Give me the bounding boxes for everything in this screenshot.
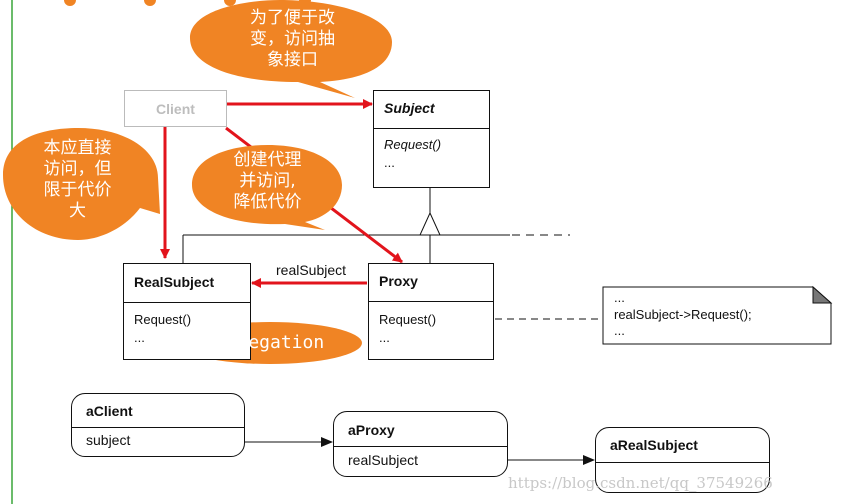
arealsubject-divider (596, 462, 769, 463)
proxy-divider (369, 301, 493, 302)
proxy-class-name: Proxy (379, 273, 418, 289)
top-dot-2 (144, 0, 156, 6)
realsubject-association-label: realSubject (276, 262, 347, 278)
top-dot-3 (224, 0, 236, 6)
callout-abstract-line-1: 为了便于改 (250, 8, 335, 28)
realsubject-more: ... (134, 330, 145, 345)
note-line-3: ... (614, 323, 625, 338)
note-line-2: realSubject->Request(); (614, 307, 752, 322)
subject-class-box: Subject Request() ... (373, 90, 490, 188)
subject-class-name: Subject (384, 100, 435, 116)
note-line-1: ... (614, 290, 625, 305)
arealsubject-object-box: aRealSubject (595, 427, 770, 493)
callout-create-proxy-line-3: 降低代价 (233, 192, 302, 212)
subject-more: ... (384, 155, 395, 170)
aclient-name: aClient (86, 403, 133, 419)
realsubject-class-name: RealSubject (134, 274, 215, 290)
callout-create-proxy-line-2: 并访问, (239, 171, 296, 191)
callout-create-proxy-line-1: 创建代理 (233, 150, 302, 170)
callout-abstract-text: 为了便于改 变，访问抽 象接口 (205, 8, 380, 71)
callout-direct-text: 本应直接 访问，但 限于代价 大 (10, 138, 145, 222)
callout-abstract-line-2: 变，访问抽 (250, 29, 335, 49)
inherit-triangle (419, 211, 441, 236)
watermark-text: https://blog.csdn.net/qq_37549266 (508, 474, 773, 492)
aproxy-name: aProxy (348, 422, 395, 438)
callout-direct-bubble (3, 128, 160, 240)
note-fold (812, 285, 833, 304)
callout-direct-line-2: 访问，但 (43, 159, 112, 179)
aproxy-field: realSubject (348, 452, 419, 468)
callout-create-proxy-bubble (192, 145, 342, 230)
realsubject-operation: Request() (134, 312, 192, 327)
aproxy-object-box: aProxy realSubject (333, 411, 508, 477)
subject-operation: Request() (384, 137, 442, 152)
arealsubject-name: aRealSubject (610, 437, 698, 453)
callout-delegation-text: Delegation (215, 332, 325, 353)
callout-direct-line-3: 限于代价 (43, 180, 112, 200)
realsubject-divider (124, 302, 250, 303)
proxy-class-box: Proxy Request() ... (368, 263, 494, 360)
callout-direct-line-1: 本应直接 (43, 138, 112, 158)
proxy-operation: Request() (379, 312, 437, 327)
aclient-field: subject (86, 432, 131, 448)
proxy-more: ... (379, 330, 390, 345)
callout-abstract-line-3: 象接口 (267, 50, 318, 70)
subject-divider (374, 128, 489, 129)
callout-direct-line-4: 大 (69, 201, 86, 221)
callout-create-proxy-text: 创建代理 并访问, 降低代价 (200, 150, 335, 213)
callout-abstract-bubble (190, 0, 392, 98)
client-class-box: Client (124, 90, 227, 127)
client-label: Client (156, 101, 195, 117)
realsubject-class-box: RealSubject Request() ... (123, 263, 251, 360)
aclient-divider (72, 427, 244, 428)
top-dot-1 (64, 0, 76, 6)
note-shape (602, 286, 832, 345)
aclient-object-box: aClient subject (71, 393, 245, 457)
aproxy-divider (334, 446, 507, 447)
